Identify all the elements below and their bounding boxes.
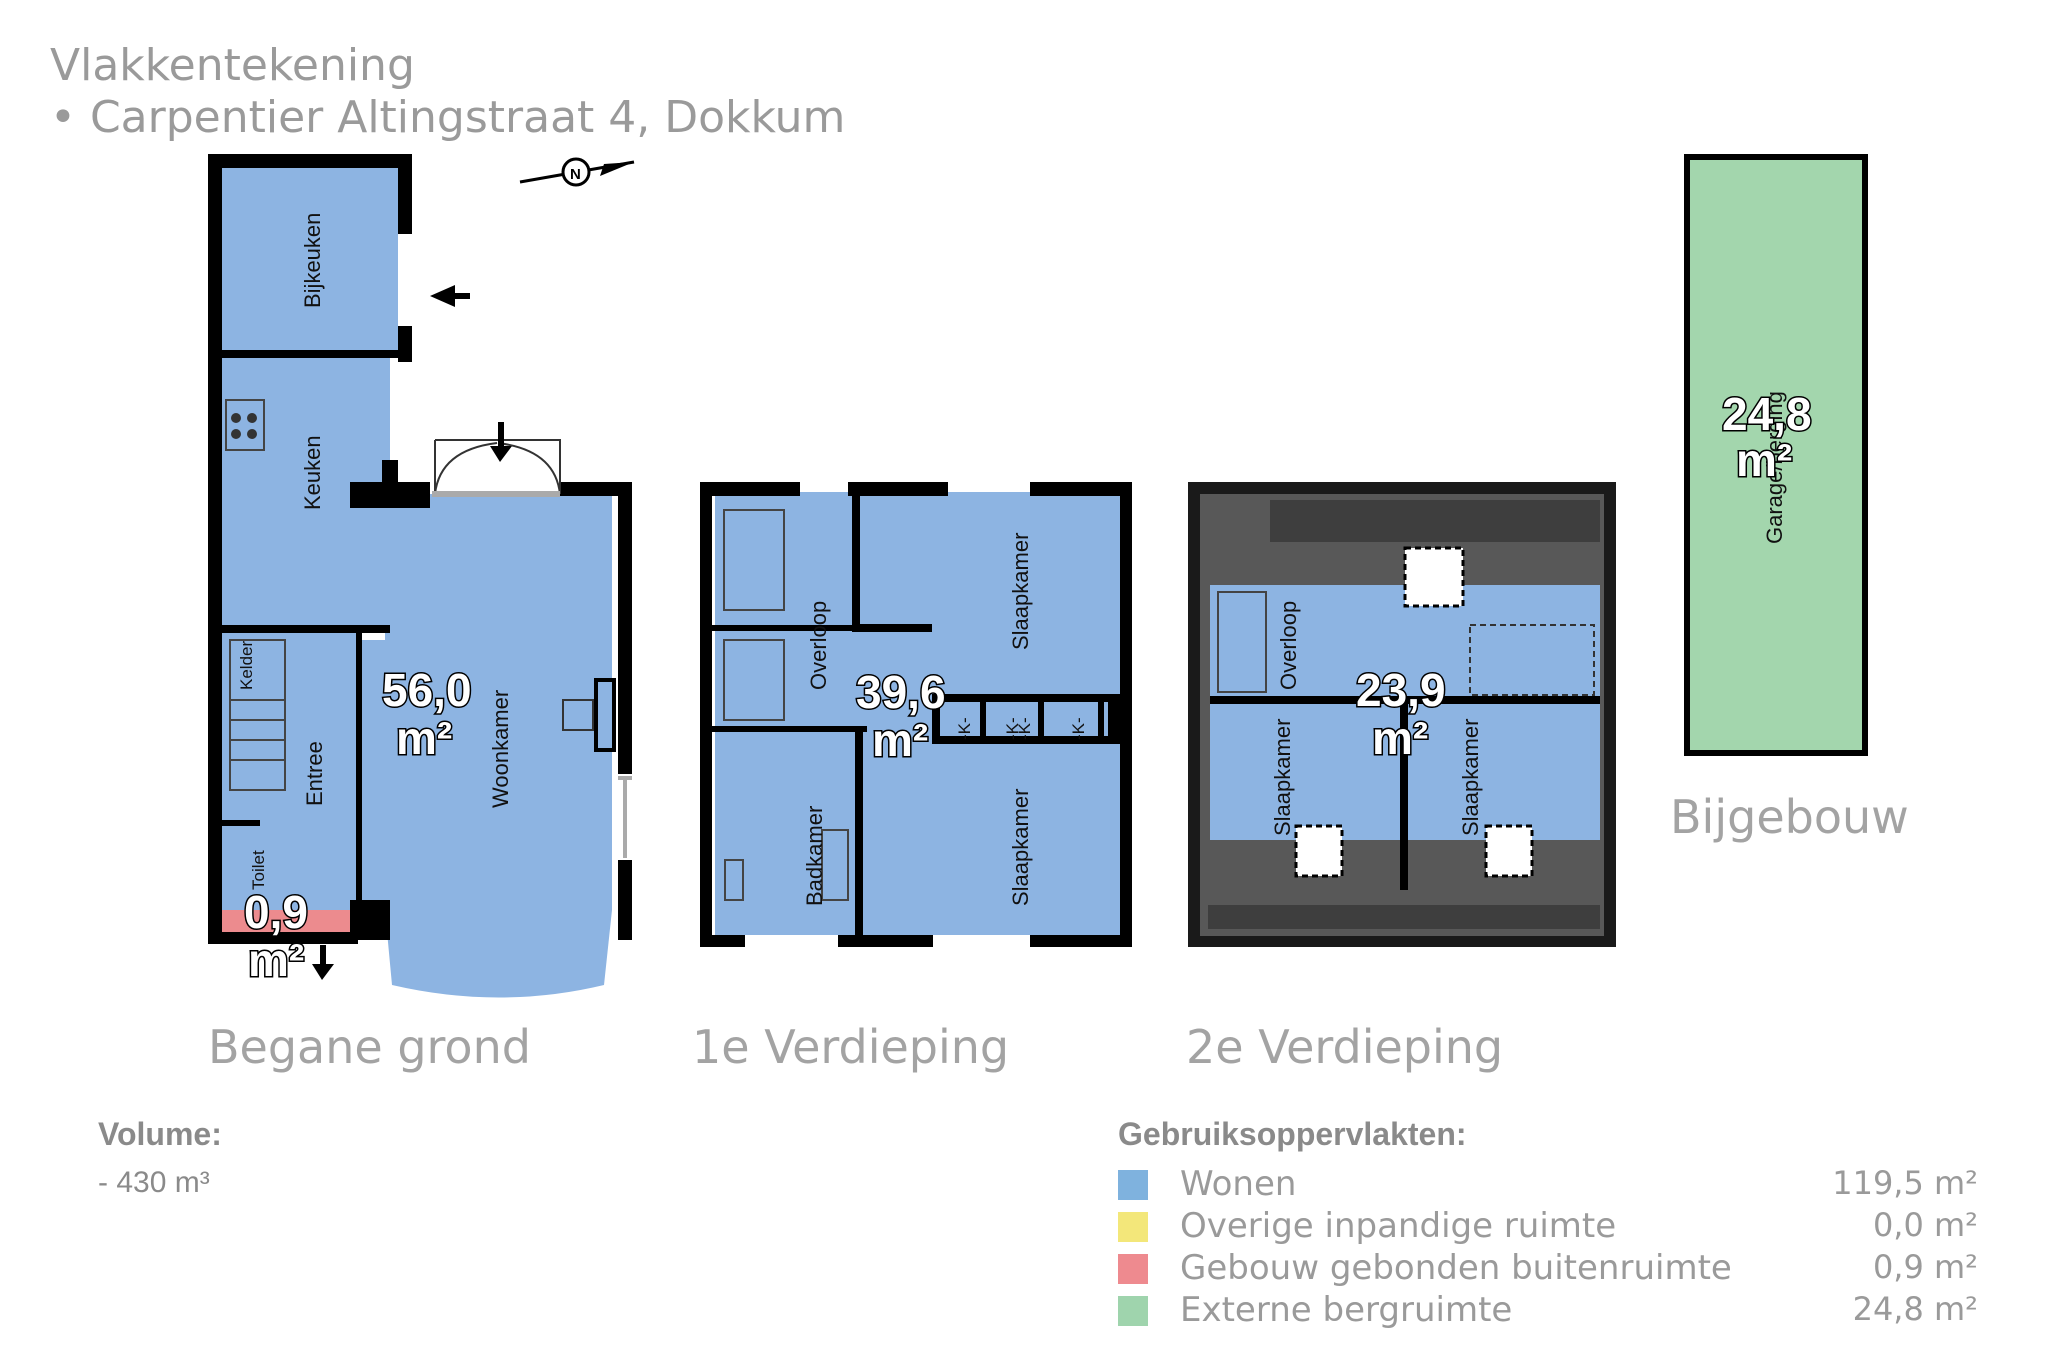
legend-label: Overige inpandige ruimte [1180,1206,1617,1246]
legend-row-bergruimte: Externe bergruimte 24,8 m² [1118,1290,1978,1330]
legend-swatch [1118,1170,1148,1200]
label-k2: -K- [1003,717,1022,740]
label-bijkeuken: Bijkeuken [300,213,325,308]
legend-label: Wonen [1180,1164,1297,1204]
area-outdoor-unit: m² [248,934,304,986]
label-overloop-2e: Overloop [1276,601,1301,690]
legend-value: 24,8 m² [1852,1290,1978,1328]
room-woonkamer [390,494,612,910]
area-annex-unit: m² [1736,434,1792,486]
legend-value: 0,0 m² [1872,1206,1978,1244]
label-keuken: Keuken [300,435,325,510]
label-k1: -K- [955,717,974,740]
label-toilet: Toilet [249,850,268,890]
floor-label-ground: Begane grond [208,1020,531,1074]
label-garage: Garage/berging [1762,391,1787,544]
label-k3: -K- [1015,717,1034,740]
area-ground-value: 56,0 [382,664,472,716]
area-ground-unit: m² [396,712,452,764]
address-subtitle: • Carpentier Altingstraat 4, Dokkum [50,92,846,143]
room-entree [220,629,358,910]
area-first-unit: m² [872,714,928,766]
legend-heading: Gebruiksoppervlakten: [1118,1116,1467,1152]
label-slaapkamer-2e-left: Slaapkamer [1270,719,1295,836]
area-second-unit: m² [1372,712,1428,764]
volume-heading: Volume: [98,1116,222,1152]
legend-row-overige: Overige inpandige ruimte 0,0 m² [1118,1206,1978,1246]
label-slaapkamer-1e-bottom: Slaapkamer [1008,789,1033,906]
label-slaapkamer-2e-right: Slaapkamer [1458,719,1483,836]
legend-swatch [1118,1212,1148,1242]
area-annex-value: 24,8 [1722,388,1812,440]
compass-letter: N [570,166,581,183]
room-bijkeuken [220,168,398,354]
area-first-value: 39,6 [856,666,946,718]
legend-swatch [1118,1296,1148,1326]
label-woonkamer: Woonkamer [488,690,513,808]
legend-label: Externe bergruimte [1180,1290,1513,1330]
floor-ground-plan: Bijkeuken Keuken Kelder Entree Toilet Wo… [208,154,632,998]
legend-row-buitenruimte: Gebouw gebonden buitenruimte 0,9 m² [1118,1248,1978,1288]
floor-label-first: 1e Verdieping [692,1020,1010,1074]
legend-value: 0,9 m² [1872,1248,1978,1286]
legend-label: Gebouw gebonden buitenruimte [1180,1248,1732,1288]
legend-value: 119,5 m² [1832,1164,1978,1202]
label-k4: -K- [1069,717,1088,740]
legend-swatch [1118,1254,1148,1284]
label-overloop-1e: Overloop [806,601,831,690]
label-kelder: Kelder [237,641,256,690]
label-badkamer: Badkamer [802,806,827,906]
area-second-value: 23,9 [1356,664,1446,716]
floor-first-plan: Overloop Slaapkamer Slaapkamer Badkamer … [700,482,1132,947]
label-entree: Entree [302,741,327,806]
floor-label-second: 2e Verdieping [1186,1020,1504,1074]
floor-second-plan: Overloop Slaapkamer Slaapkamer 23,9 m² [1188,482,1616,947]
volume-value: - 430 m³ [98,1166,210,1199]
annex-plan: Garage/berging 24,8 m² [1684,154,1868,756]
area-outdoor-value: 0,9 [244,886,308,938]
label-slaapkamer-1e-top: Slaapkamer [1008,533,1033,650]
compass-icon: N [519,157,635,187]
page-title: Vlakkentekening [50,40,415,91]
legend-row-wonen: Wonen 119,5 m² [1118,1164,1978,1204]
floor-label-annex: Bijgebouw [1670,790,1909,844]
